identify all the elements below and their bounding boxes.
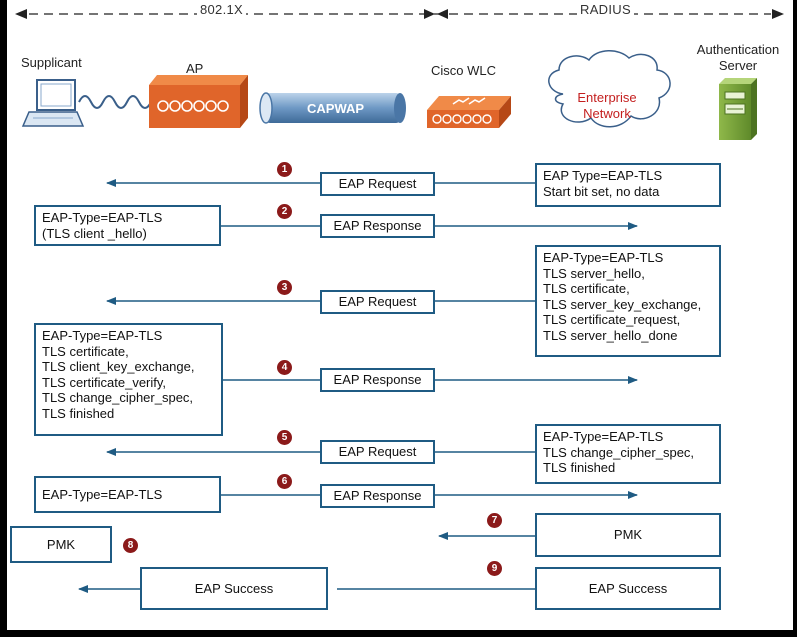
network-label-line-2: Network	[583, 106, 631, 121]
ap-label: AP	[186, 61, 204, 76]
step-7-pmk-box: PMK	[535, 513, 721, 557]
step-5-message: EAP Request	[338, 444, 417, 460]
enterprise-network-cloud-icon	[548, 50, 671, 128]
supplicant-label: Supplicant	[21, 55, 82, 70]
laptop-icon	[21, 79, 85, 127]
step-1-message: EAP Request	[338, 176, 417, 192]
note-1-line-2: Start bit set, no data	[543, 183, 660, 199]
step-1-note-box: EAP Type=EAP-TLS Start bit set, no data	[535, 163, 721, 207]
note-3-line-4: TLS server_key_exchange,	[543, 296, 702, 312]
note-5-line-2: TLS change_cipher_spec,	[543, 444, 695, 460]
note-4-line-2: TLS certificate,	[42, 343, 129, 359]
note-5-line-1: EAP-Type=EAP-TLS	[543, 429, 664, 444]
step-7-badge: 7	[487, 513, 502, 528]
enterprise-network-label: Enterprise Network	[567, 90, 647, 122]
step-8-badge: 8	[123, 538, 138, 553]
step-1-badge: 1	[277, 162, 292, 177]
step-2-message: EAP Response	[333, 218, 422, 234]
step-8-pmk-box: PMK	[10, 526, 112, 563]
step-4-eap-response-box: EAP Response	[320, 368, 435, 392]
diagram-graphics	[15, 9, 784, 593]
step-6-note-box: EAP-Type=EAP-TLS	[34, 476, 221, 513]
step-9-message-left: EAP Success	[194, 580, 274, 596]
step-2-note-box: EAP-Type=EAP-TLS (TLS client _hello)	[34, 205, 221, 246]
step-5-eap-request-box: EAP Request	[320, 440, 435, 464]
auth-server-label-line-2: Server	[718, 58, 758, 73]
authentication-server-label: Authentication Server	[683, 42, 793, 74]
step-3-note-box: EAP-Type=EAP-TLS TLS server_hello, TLS c…	[535, 245, 721, 357]
note-3-line-3: TLS certificate,	[543, 281, 630, 296]
header-8021x-label: 802.1X	[197, 2, 247, 17]
note-2-line-1: EAP-Type=EAP-TLS	[42, 210, 163, 225]
note-3-line-1: EAP-Type=EAP-TLS	[543, 250, 664, 265]
step-9-eap-success-supplicant-box: EAP Success	[140, 567, 328, 610]
step-1-eap-request-box: EAP Request	[320, 172, 435, 196]
step-6-message: EAP Response	[333, 488, 422, 504]
step-9-message-right: EAP Success	[588, 580, 668, 596]
step-5-note-box: EAP-Type=EAP-TLS TLS change_cipher_spec,…	[535, 424, 721, 484]
wireless-link-icon	[78, 95, 152, 109]
step-2-eap-response-box: EAP Response	[320, 214, 435, 238]
step-7-message: PMK	[613, 527, 643, 543]
step-3-badge: 3	[277, 280, 292, 295]
network-label-line-1: Enterprise	[577, 90, 637, 105]
note-5-line-3: TLS finished	[543, 460, 616, 475]
step-4-badge: 4	[277, 360, 292, 375]
auth-server-label-line-1: Authentication	[696, 42, 780, 57]
step-9-eap-success-server-box: EAP Success	[535, 567, 721, 610]
note-3-line-5: TLS certificate_request,	[543, 312, 681, 327]
step-3-message: EAP Request	[338, 294, 417, 310]
step-2-badge: 2	[277, 204, 292, 219]
step-3-eap-request-box: EAP Request	[320, 290, 435, 314]
header-dashed-line	[15, 9, 784, 19]
note-3-line-2: TLS server_hello,	[543, 265, 645, 281]
capwap-label: CAPWAP	[307, 101, 365, 116]
note-4-line-5: TLS change_cipher_spec,	[42, 390, 194, 405]
diagram-canvas: 802.1X RADIUS Supplicant AP CAPWAP Cisco…	[7, 0, 793, 630]
note-2-line-2: (TLS client _hello)	[42, 225, 147, 241]
note-3-line-6: TLS server_hello_done	[543, 327, 678, 343]
step-5-badge: 5	[277, 430, 292, 445]
note-4-line-6: TLS finished	[42, 405, 115, 421]
access-point-icon	[149, 75, 248, 128]
note-6-line-1: EAP-Type=EAP-TLS	[42, 486, 163, 502]
step-8-message: PMK	[46, 536, 76, 552]
note-4-line-3: TLS client_key_exchange,	[42, 359, 195, 374]
header-radius-label: RADIUS	[577, 2, 634, 17]
step-9-badge: 9	[487, 561, 502, 576]
note-4-line-4: TLS certificate_verify,	[42, 374, 167, 390]
step-4-note-box: EAP-Type=EAP-TLS TLS certificate, TLS cl…	[34, 323, 223, 436]
step-6-eap-response-box: EAP Response	[320, 484, 435, 508]
authentication-server-icon	[719, 78, 757, 140]
step-4-message: EAP Response	[333, 372, 422, 388]
note-1-line-1: EAP Type=EAP-TLS	[543, 168, 663, 183]
note-4-line-1: EAP-Type=EAP-TLS	[42, 328, 163, 343]
capwap-tunnel-icon	[259, 92, 406, 124]
wireless-controller-icon	[427, 96, 511, 128]
step-6-badge: 6	[277, 474, 292, 489]
cisco-wlc-label: Cisco WLC	[431, 63, 497, 78]
